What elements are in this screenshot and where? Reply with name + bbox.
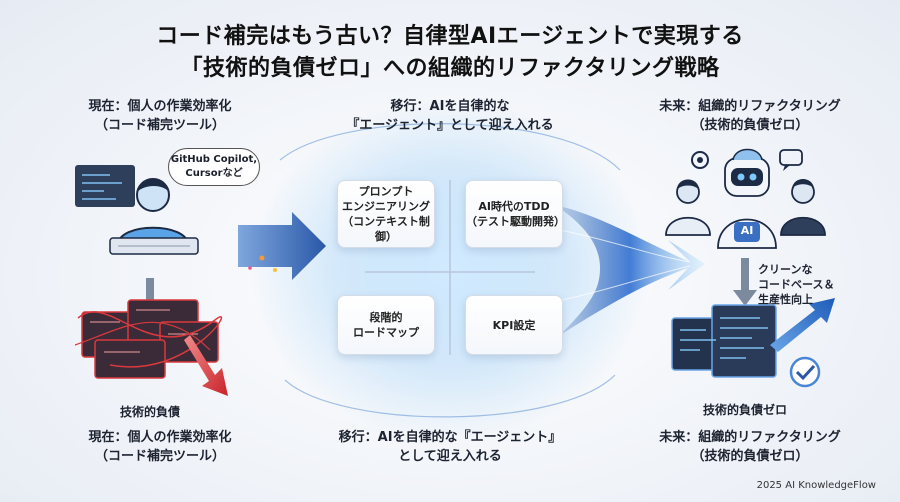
sparkle (248, 266, 252, 270)
tools-speech-bubble: GitHub Copilot, Cursorなど (168, 148, 260, 186)
middle-bottom-label-line1: 移行：AIを自律的な『エージェント』 (338, 430, 562, 445)
bubble-line2: Cursorなど (185, 168, 243, 179)
growth-arrow (770, 298, 835, 352)
down-arrow-right (733, 258, 757, 306)
right-top-label-line2: （技術的負債ゼロ） (691, 118, 809, 133)
left-bottom-label-line2: （コード補完ツール） (94, 449, 225, 464)
bubble-line1: GitHub Copilot, (170, 154, 258, 165)
right-top-label: 未来：組織的リファクタリング （技術的負債ゼロ） (635, 97, 865, 135)
left-top-label-line1: 現在：個人の作業効率化 (88, 99, 232, 114)
sparkle (259, 255, 265, 261)
card-line: （テスト駆動開発） (466, 215, 565, 228)
clean-code-illustration (671, 298, 835, 388)
right-bottom-label-line1: 未来：組織的リファクタリング (659, 430, 841, 445)
card-line: 段階的 (369, 311, 403, 324)
swirl-ring (284, 374, 616, 418)
zero-debt-label: 技術的負債ゼロ (702, 403, 787, 417)
clean-label-line2: コードベース＆ (758, 278, 835, 291)
stream-line (561, 265, 691, 301)
person-hair (137, 179, 169, 192)
stream-line (559, 229, 691, 263)
card-line: エンジニアリング (342, 200, 430, 213)
card-prompt-engineering: プロンプト エンジニアリング （コンテキスト制御） (337, 180, 435, 248)
middle-top-label: 移行：AIを自律的な 『エージェント』として迎え入れる (320, 97, 580, 135)
left-bottom-label: 現在：個人の作業効率化 （コード補完ツール） (60, 428, 260, 466)
monitor-screen (75, 165, 135, 207)
sparkle (273, 268, 277, 272)
left-top-label-line2: （コード補完ツール） (94, 118, 225, 133)
clean-label-line1: クリーンな (758, 263, 813, 276)
card-line: AI時代のTDD (478, 200, 550, 213)
chat-icon (779, 149, 803, 166)
footer-credit: 2025 AI KnowledgeFlow (756, 480, 876, 491)
card-line: （コンテキスト制御） (342, 215, 430, 243)
card-line: ロードマップ (353, 326, 419, 339)
right-bottom-label: 未来：組織的リファクタリング （技術的負債ゼロ） (635, 428, 865, 466)
check-icon (789, 356, 821, 388)
middle-bottom-label-line2: として迎え入れる (398, 449, 502, 464)
main-title-line1: コード補完はもう古い？自律型AIエージェントで実現する (156, 24, 744, 49)
clean-codebase-label: クリーンな コードベース＆ 生産性向上 (758, 262, 858, 307)
technical-debt-illustration (74, 299, 228, 396)
left-top-label: 現在：個人の作業効率化 （コード補完ツール） (60, 97, 260, 135)
swirl-ring (279, 123, 621, 171)
card-line: KPI設定 (492, 318, 536, 332)
main-title-line2: 「技術的負債ゼロ」への組織的リファクタリング戦略 (180, 56, 720, 81)
left-bottom-label-line1: 現在：個人の作業効率化 (88, 430, 232, 445)
card-ai-tdd: AI時代のTDD （テスト駆動開発） (465, 180, 565, 248)
robot-ai-badge: AI (740, 224, 754, 237)
card-line: プロンプト (358, 185, 414, 198)
ai-team-illustration (665, 148, 826, 249)
left-transition-arrow (238, 212, 326, 280)
card-kpi: KPI設定 (465, 295, 563, 355)
right-bottom-label-line2: （技術的負債ゼロ） (691, 449, 809, 464)
developer-illustration (75, 165, 199, 255)
clean-label-line3: 生産性向上 (758, 293, 813, 306)
middle-bottom-label: 移行：AIを自律的な『エージェント』 として迎え入れる (310, 428, 590, 466)
technical-debt-label: 技術的負債 (119, 405, 180, 419)
middle-top-label-line2: 『エージェント』として迎え入れる (346, 118, 554, 133)
right-top-label-line1: 未来：組織的リファクタリング (659, 99, 841, 114)
debt-down-arrow (184, 335, 228, 396)
gear-icon (691, 151, 709, 169)
card-roadmap: 段階的 ロードマップ (337, 295, 435, 355)
middle-top-label-line1: 移行：AIを自律的な (390, 99, 510, 114)
